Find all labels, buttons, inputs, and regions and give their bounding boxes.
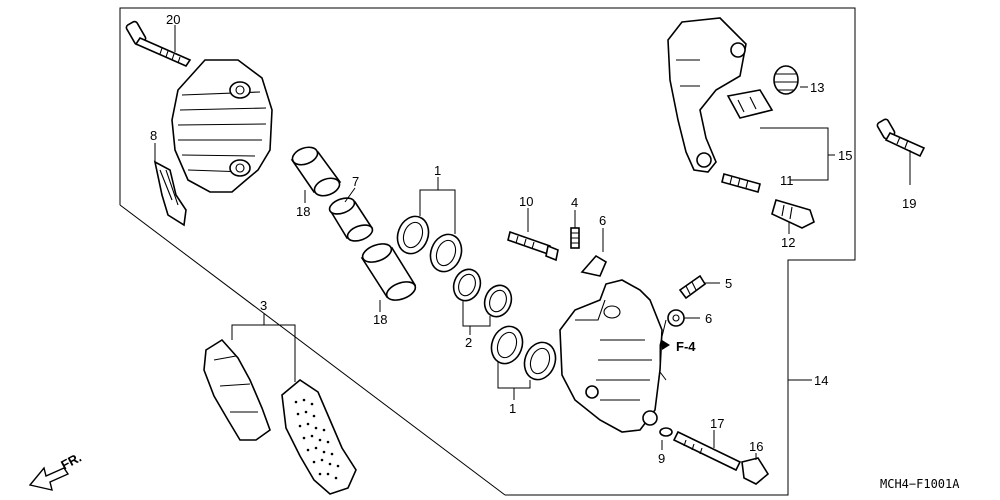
part-8-pad-spring bbox=[153, 143, 187, 227]
callout-18-lower: 18 bbox=[373, 312, 387, 327]
callout-18-upper: 18 bbox=[296, 204, 310, 219]
reference-label: F-4 bbox=[676, 339, 696, 354]
callout-10: 10 bbox=[519, 194, 533, 209]
front-arrow-icon bbox=[28, 466, 70, 491]
callout-15: 15 bbox=[838, 148, 852, 163]
callout-6-mid: 6 bbox=[705, 311, 712, 326]
callout-7: 7 bbox=[352, 174, 359, 189]
part-4-bleeder bbox=[570, 210, 580, 249]
caliper-body bbox=[559, 279, 667, 433]
callout-16: 16 bbox=[749, 439, 763, 454]
callout-3: 3 bbox=[260, 298, 267, 313]
caliper-bracket bbox=[171, 59, 273, 193]
part-2-dust-seal bbox=[452, 268, 513, 335]
part-3-brake-pads bbox=[203, 313, 357, 495]
callout-9: 9 bbox=[658, 451, 665, 466]
callout-12: 12 bbox=[781, 235, 795, 250]
callout-1-upper: 1 bbox=[434, 163, 441, 178]
part-11-bolt bbox=[721, 173, 761, 193]
part-1-piston-seal-upper bbox=[396, 177, 463, 273]
part-6-cap-upper bbox=[580, 228, 608, 277]
part-17-pin bbox=[672, 430, 742, 472]
part-13-boot bbox=[773, 65, 808, 95]
callout-17: 17 bbox=[710, 416, 724, 431]
callout-2: 2 bbox=[465, 335, 472, 350]
part-18-bushing-upper bbox=[290, 146, 342, 203]
caliper-bracket-right bbox=[667, 17, 747, 173]
part-18-bushing-lower bbox=[360, 243, 417, 312]
part-15-retainer bbox=[726, 89, 835, 181]
part-20-bolt bbox=[125, 20, 192, 68]
callout-14: 14 bbox=[814, 373, 828, 388]
drawing-code: MCH4−F1001A bbox=[880, 477, 960, 491]
part-16-plug bbox=[741, 453, 770, 485]
callout-8: 8 bbox=[150, 128, 157, 143]
reference-arrow-icon bbox=[662, 340, 670, 350]
callout-1-lower: 1 bbox=[509, 401, 516, 416]
part-9-washer bbox=[659, 427, 673, 450]
callout-13: 13 bbox=[810, 80, 824, 95]
callout-20: 20 bbox=[166, 12, 180, 27]
assembly-frame bbox=[119, 7, 856, 496]
callout-19: 19 bbox=[902, 196, 916, 211]
part-19-bolt bbox=[876, 118, 926, 185]
part-5-bleeder-screw bbox=[678, 274, 720, 300]
part-10-pin bbox=[507, 208, 559, 262]
callout-4: 4 bbox=[571, 195, 578, 210]
callout-11: 11 bbox=[780, 173, 794, 188]
part-6-cap-mid bbox=[667, 309, 700, 327]
callout-6-upper: 6 bbox=[599, 213, 606, 228]
part-7-sleeve bbox=[328, 187, 374, 242]
part-12-pin bbox=[771, 199, 815, 234]
part-1-piston-seal-lower bbox=[490, 325, 557, 400]
callout-5: 5 bbox=[725, 276, 732, 291]
front-direction-indicator: FR. bbox=[28, 450, 84, 491]
